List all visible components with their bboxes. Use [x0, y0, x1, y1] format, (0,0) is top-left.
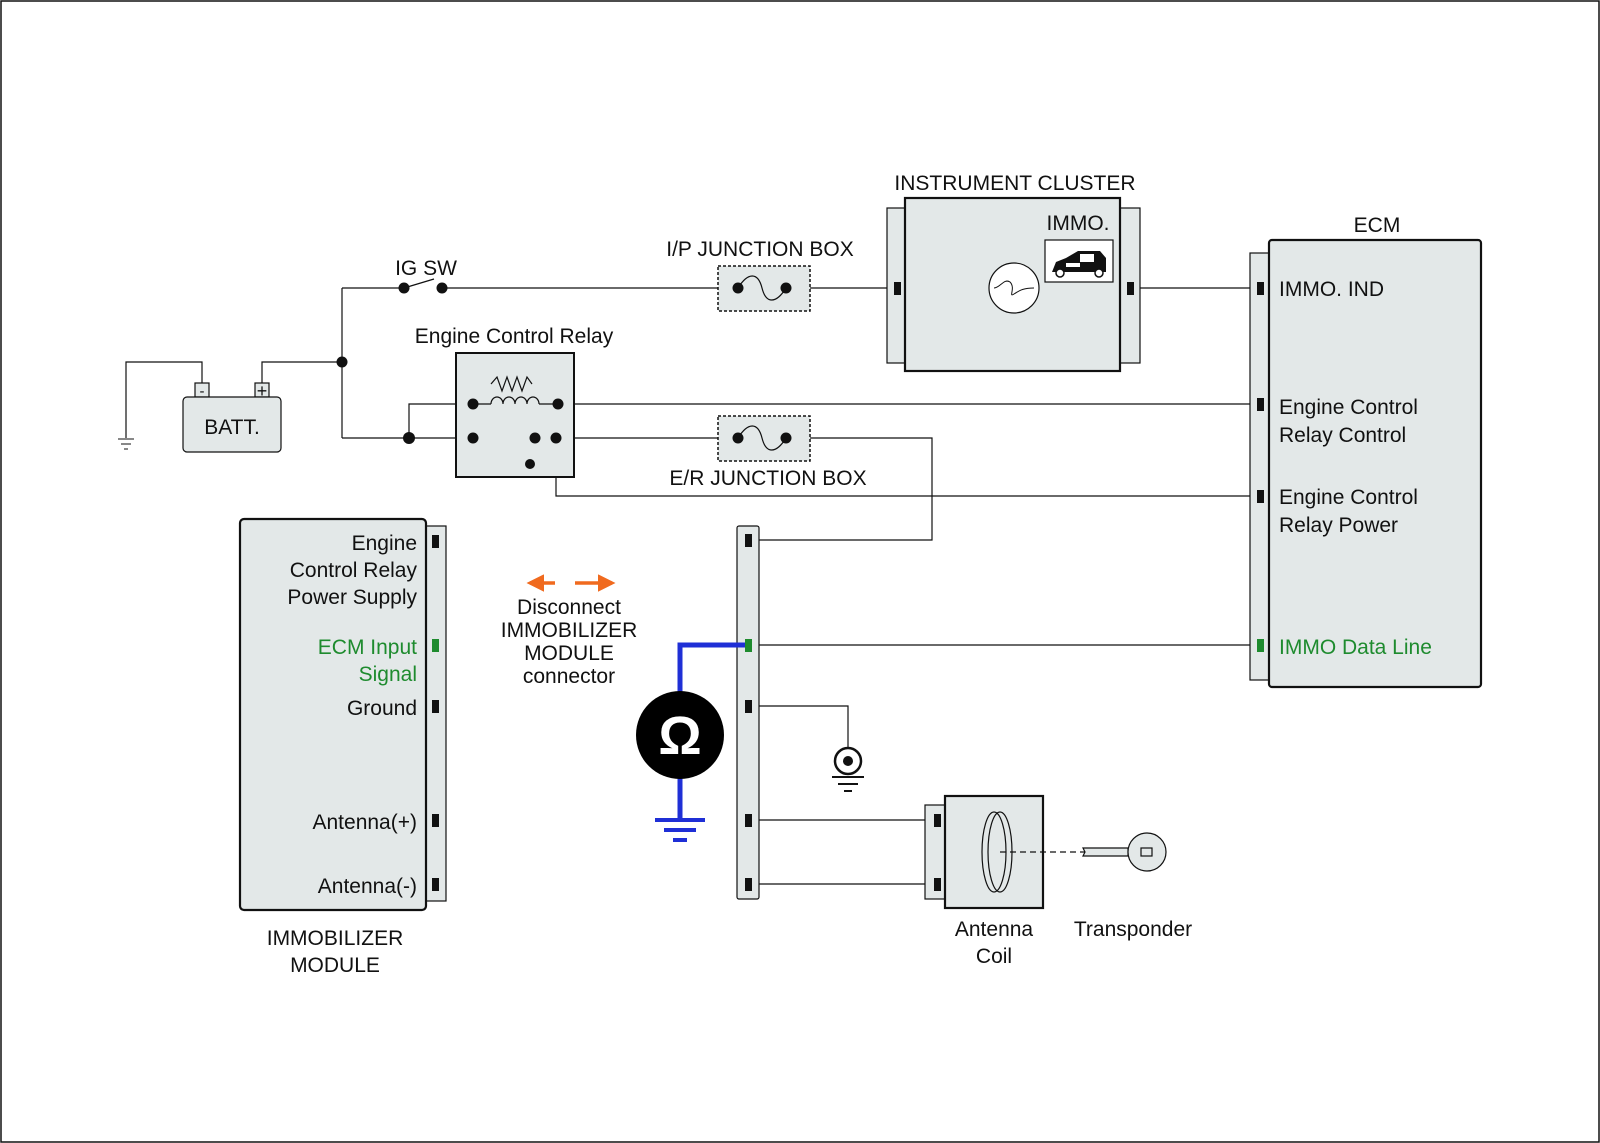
module-pin-antenna-minus: Antenna(-) — [318, 875, 417, 898]
car-key-icon — [1052, 251, 1106, 278]
ohmmeter: Ω — [636, 642, 745, 842]
module-pin-ecm-input-line1: ECM Input — [318, 636, 417, 659]
antenna-coil: Antenna Coil — [924, 794, 1085, 968]
ecm-pin-relay-control-line1: Engine Control — [1279, 396, 1418, 419]
instrument-cluster-label: INSTRUMENT CLUSTER — [894, 172, 1135, 195]
ohmmeter-icon — [636, 691, 724, 779]
ecm-pin-immo-ind: IMMO. IND — [1279, 278, 1384, 301]
engine-control-relay-label: Engine Control Relay — [415, 325, 614, 348]
antenna-coil-label-line1: Antenna — [955, 918, 1034, 941]
ecm-pin-relay-control-line2: Relay Control — [1279, 424, 1406, 447]
ecm-label: ECM — [1354, 214, 1401, 237]
battery: - + BATT. — [182, 381, 282, 453]
indicator-bulb-icon — [988, 262, 1040, 314]
svg-text:IMMOBILIZER: IMMOBILIZER — [501, 619, 638, 642]
module-pin-power-supply-line1: Engine — [352, 532, 417, 555]
svg-text:MODULE: MODULE — [524, 642, 614, 665]
ecm-pin-immo-data-line: IMMO Data Line — [1279, 636, 1432, 659]
module-pin-ecm-input-line2: Signal — [359, 663, 417, 686]
svg-text:connector: connector — [523, 665, 615, 688]
junction-dots — [336, 282, 792, 469]
module-pin-antenna-plus: Antenna(+) — [313, 811, 418, 834]
battery-label: BATT. — [204, 416, 260, 439]
fuse-icon — [737, 425, 787, 451]
resistor-icon — [490, 375, 533, 393]
er-junction-box: E/R JUNCTION BOX — [669, 415, 867, 490]
antenna-coil-label-line2: Coil — [976, 945, 1012, 968]
key-icon — [1082, 832, 1167, 872]
disconnect-instruction: Disconnect IMMOBILIZER MODULE connector — [501, 596, 638, 688]
ip-junction-box: I/P JUNCTION BOX — [666, 238, 854, 312]
battery-negative-label: - — [200, 383, 205, 400]
ecm: ECM IMMO. IND Engine Control Relay Contr… — [1249, 214, 1483, 689]
immo-lamp-label: IMMO. — [1047, 212, 1110, 235]
ecm-pin-relay-power-line1: Engine Control — [1279, 486, 1418, 509]
transponder: Transponder — [1074, 832, 1192, 941]
er-junction-box-label: E/R JUNCTION BOX — [669, 467, 866, 490]
ip-junction-box-label: I/P JUNCTION BOX — [666, 238, 853, 261]
engine-control-relay: Engine Control Relay — [415, 325, 614, 478]
immobilizer-module-label-line1: IMMOBILIZER — [267, 927, 404, 950]
svg-text:Disconnect: Disconnect — [517, 596, 621, 619]
chassis-ground-icon — [832, 746, 864, 792]
ohm-symbol: Ω — [658, 706, 701, 766]
relay-coil-icon — [490, 396, 540, 405]
module-pin-ground: Ground — [347, 697, 417, 720]
instrument-cluster: INSTRUMENT CLUSTER IMMO. — [886, 172, 1141, 373]
meter-ground-icon — [655, 818, 705, 842]
module-pin-power-supply-line3: Power Supply — [287, 586, 417, 609]
harness-connector — [736, 525, 760, 900]
fuse-icon — [737, 275, 787, 301]
immobilizer-module-label-line2: MODULE — [290, 954, 380, 977]
ig-sw-label: IG SW — [395, 257, 457, 280]
module-pin-power-supply-line2: Control Relay — [290, 559, 418, 582]
ecm-pin-relay-power-line2: Relay Power — [1279, 514, 1398, 537]
immobilizer-module: Engine Control Relay Power Supply ECM In… — [238, 517, 447, 977]
battery-ground-icon — [118, 438, 134, 450]
coil-icon — [981, 811, 1085, 893]
transponder-label: Transponder — [1074, 918, 1192, 941]
battery-positive-label: + — [257, 381, 268, 401]
